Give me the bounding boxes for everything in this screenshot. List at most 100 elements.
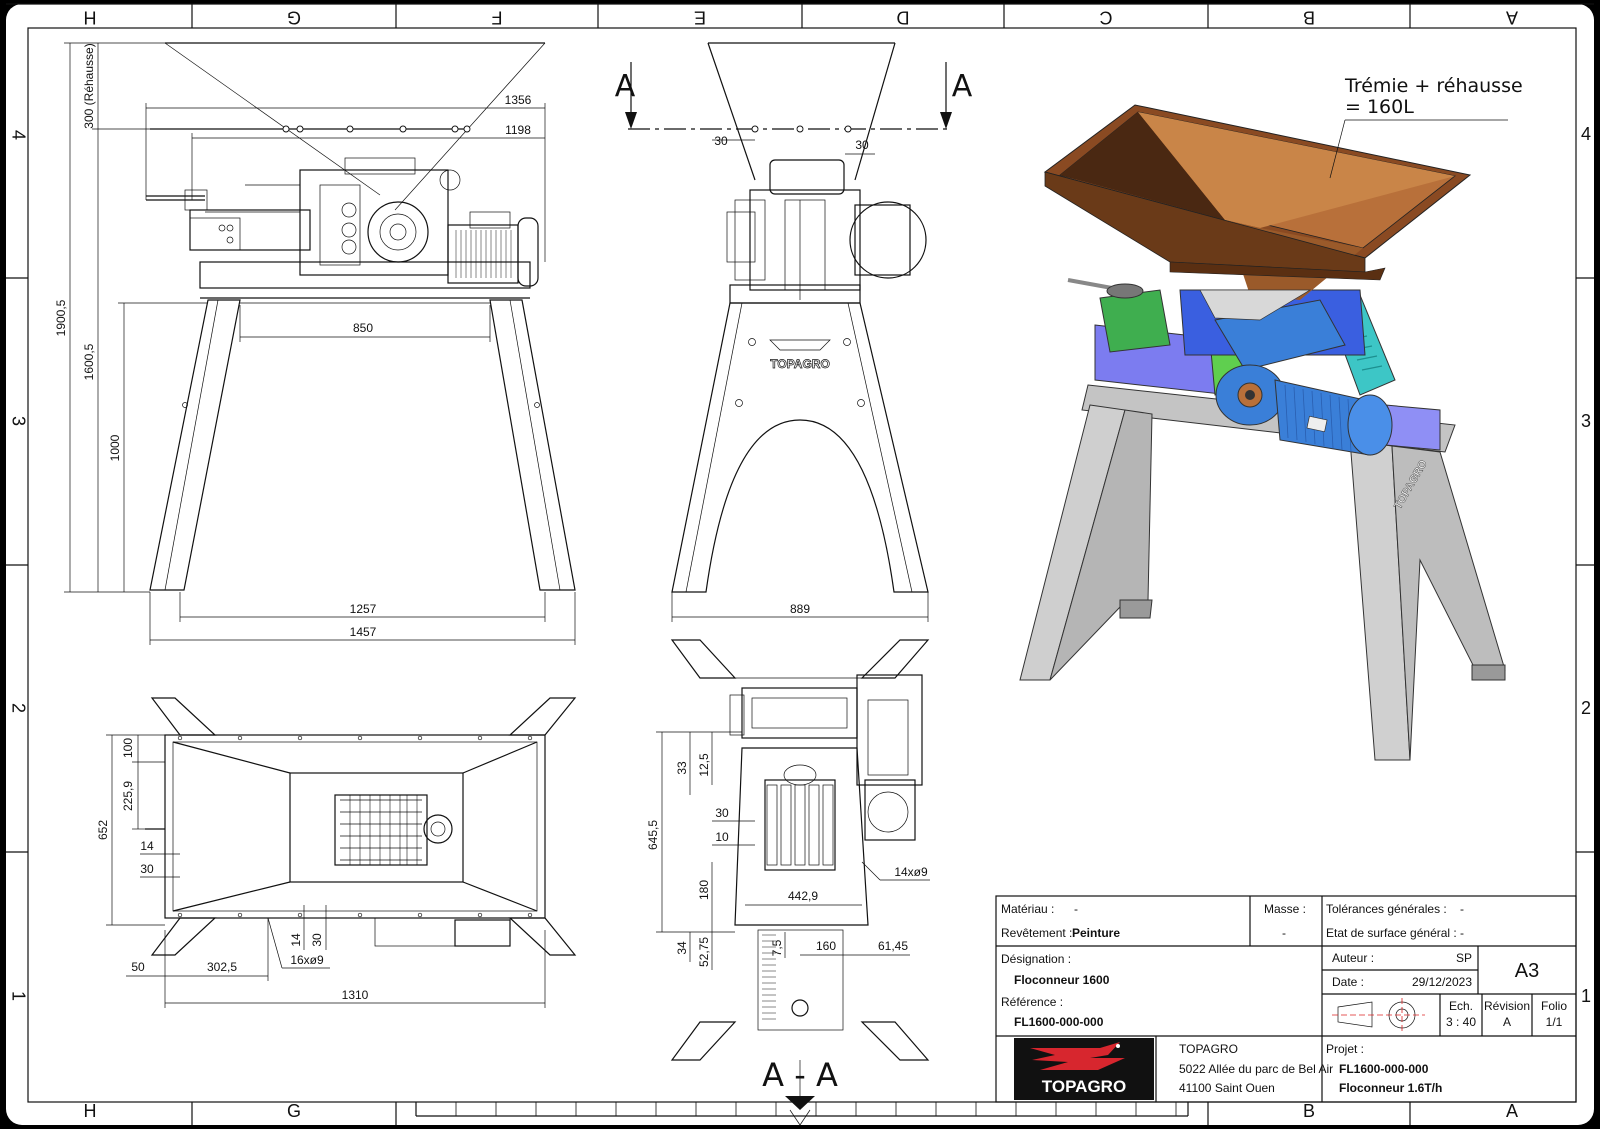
dim-14-left: 14 (140, 839, 154, 853)
dim-33: 33 (675, 761, 689, 775)
side-view-dimensions: 30 30 889 (671, 134, 929, 622)
dim-14-bottom: 14 (289, 933, 303, 947)
tb-designation-label: Désignation : (1001, 952, 1071, 966)
isometric-view: TOPAGRO Trémie + réhausse = 160L (1019, 75, 1523, 761)
zone-row-right-4: 4 (1581, 124, 1591, 144)
zone-row-left-4: 4 (8, 130, 28, 140)
dim-1257: 1257 (350, 602, 377, 616)
side-view: A A TOPAGRO (615, 42, 973, 593)
zone-row-right-3: 3 (1581, 411, 1591, 431)
tb-date-value: 29/12/2023 (1412, 975, 1472, 989)
dim-50: 50 (131, 960, 145, 974)
dim-1900-5: 1900,5 (54, 299, 68, 336)
iso-note-line2: = 160L (1345, 96, 1414, 118)
tb-company-name: TOPAGRO (1179, 1042, 1238, 1056)
dim-442-9: 442,9 (788, 889, 818, 903)
tb-revision-label: Révision (1484, 999, 1530, 1013)
tb-revision-value: A (1503, 1015, 1511, 1029)
tb-ech-label: Ech. (1449, 999, 1473, 1013)
tb-materiau-value: - (1074, 902, 1078, 916)
tb-projet-name: Floconneur 1.6T/h (1339, 1081, 1442, 1095)
dim-1000: 1000 (108, 434, 122, 461)
tb-date-label: Date : (1332, 975, 1364, 989)
top-view-dimensions: 652 100 225,9 14 30 14 30 16xø9 50 302,5… (96, 734, 546, 1008)
tb-projet-label: Projet : (1326, 1042, 1364, 1056)
side-view-brand: TOPAGRO (770, 357, 830, 371)
tb-projet-code: FL1600-000-000 (1339, 1062, 1429, 1076)
sheet-paper (6, 4, 1594, 1125)
front-view-dimensions: 300 (Réhausse) 1900,5 1600,5 1000 1356 1… (54, 42, 576, 645)
dim-1198: 1198 (505, 123, 531, 137)
section-view: A - A (670, 639, 930, 1126)
projection-symbol-icon (1332, 998, 1425, 1032)
tb-format: A3 (1515, 960, 1539, 982)
tb-reference-label: Référence : (1001, 995, 1063, 1009)
dim-61-45: 61,45 (878, 939, 908, 953)
zone-col-top-d: D (897, 7, 910, 27)
tb-reference-value: FL1600-000-000 (1014, 1015, 1104, 1029)
tb-etat-value: - (1460, 926, 1464, 940)
tb-materiau-label: Matériau : (1001, 902, 1054, 916)
zone-col-bottom-g: G (287, 1101, 301, 1121)
tb-tolerances-value: - (1460, 902, 1464, 916)
tb-revetement-label: Revêtement : (1001, 926, 1072, 940)
tb-address-line2: 41100 Saint Ouen (1179, 1081, 1275, 1095)
logo-text: TOPAGRO (1042, 1077, 1126, 1096)
tb-folio-value: 1/1 (1546, 1015, 1563, 1029)
tb-auteur-label: Auteur : (1332, 951, 1374, 965)
section-view-title: A - A (762, 1056, 838, 1094)
dim-30-section: 30 (715, 806, 729, 820)
tb-folio-label: Folio (1541, 999, 1567, 1013)
company-logo: TOPAGRO (1014, 1038, 1154, 1100)
dim-52-75: 52,75 (697, 937, 711, 967)
dim-160: 160 (816, 939, 836, 953)
section-mark-a-right: A (952, 69, 973, 104)
dim-14x-dia9: 14xø9 (894, 865, 928, 879)
zone-row-right-2: 2 (1581, 698, 1591, 718)
dim-652: 652 (96, 820, 110, 840)
zone-col-top-f: F (492, 7, 503, 27)
zone-labels: H G F E D C B A H G B A 4 3 2 1 4 3 2 1 (8, 7, 1591, 1121)
dim-1457: 1457 (350, 625, 377, 639)
tb-masse-label: Masse : (1264, 902, 1306, 916)
tb-tolerances-label: Tolérances générales : (1326, 902, 1447, 916)
tb-etat-label: Etat de surface général : (1326, 926, 1457, 940)
zone-col-top-a: A (1506, 7, 1518, 27)
section-view-dimensions: 33 12,5 645,5 30 10 180 442,9 14xø9 34 5… (646, 731, 930, 970)
title-block: Matériau : - Revêtement : Peinture Masse… (995, 895, 1577, 1103)
dim-180: 180 (697, 880, 711, 900)
dim-30-right: 30 (855, 138, 869, 152)
zone-col-top-c: C (1100, 7, 1113, 27)
zone-row-left-3: 3 (8, 416, 28, 426)
dim-30-bottom: 30 (310, 933, 324, 947)
dim-34: 34 (675, 941, 689, 955)
dim-300-rehausse: 300 (Réhausse) (82, 43, 96, 128)
dim-1310: 1310 (342, 988, 369, 1002)
zone-row-left-1: 1 (8, 991, 28, 1001)
zone-col-bottom-h: H (84, 1101, 97, 1121)
zone-col-top-g: G (287, 7, 301, 27)
tb-revetement-value: Peinture (1072, 926, 1120, 940)
zone-col-bottom-b: B (1303, 1101, 1315, 1121)
dim-225-9: 225,9 (121, 781, 135, 811)
tb-ech-value: 3 : 40 (1446, 1015, 1476, 1029)
dim-645-5: 645,5 (646, 820, 660, 850)
zone-col-top-b: B (1303, 7, 1315, 27)
dim-12-5: 12,5 (697, 753, 711, 777)
dim-1600-5: 1600,5 (82, 343, 96, 380)
dim-1356: 1356 (505, 93, 532, 107)
zone-col-top-e: E (694, 7, 706, 27)
tb-designation-value: Floconneur 1600 (1014, 973, 1110, 987)
dim-302-5: 302,5 (207, 960, 237, 974)
dim-30-left-top: 30 (140, 862, 154, 876)
zone-row-left-2: 2 (8, 703, 28, 713)
zone-col-top-h: H (84, 7, 97, 27)
dim-10: 10 (715, 830, 729, 844)
dim-100: 100 (121, 738, 135, 758)
zone-row-right-1: 1 (1581, 986, 1591, 1006)
iso-note-line1: Trémie + réhausse (1344, 75, 1523, 97)
tb-auteur-value: SP (1456, 951, 1472, 965)
dim-889: 889 (790, 602, 810, 616)
front-view (146, 42, 576, 591)
